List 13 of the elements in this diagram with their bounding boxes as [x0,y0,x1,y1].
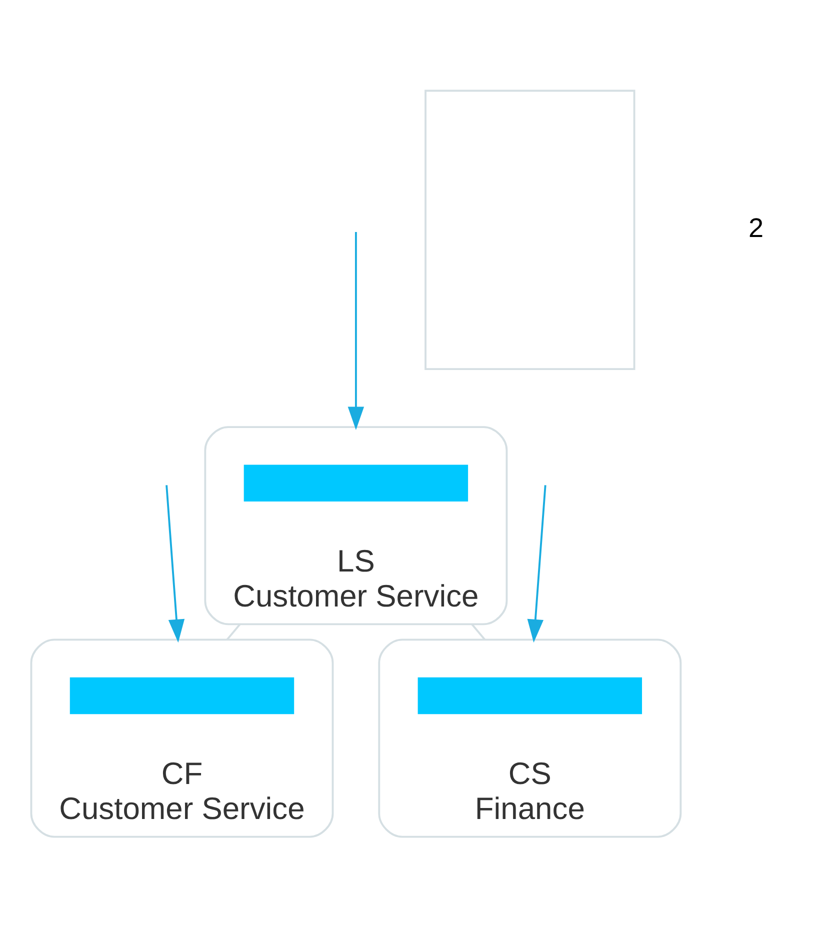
cluster: CS Finance [378,638,682,838]
arrow [348,232,364,430]
label: 2 [748,212,764,243]
cluster: LS Customer Service [204,426,508,625]
node-bar [244,464,468,501]
node-bar [418,676,642,714]
cluster: CF Customer Service [30,638,334,838]
node-box [424,89,636,370]
connector [226,623,241,640]
connector [471,623,486,640]
node-bar [70,676,294,714]
arrow [527,484,546,642]
arrow [166,484,185,642]
